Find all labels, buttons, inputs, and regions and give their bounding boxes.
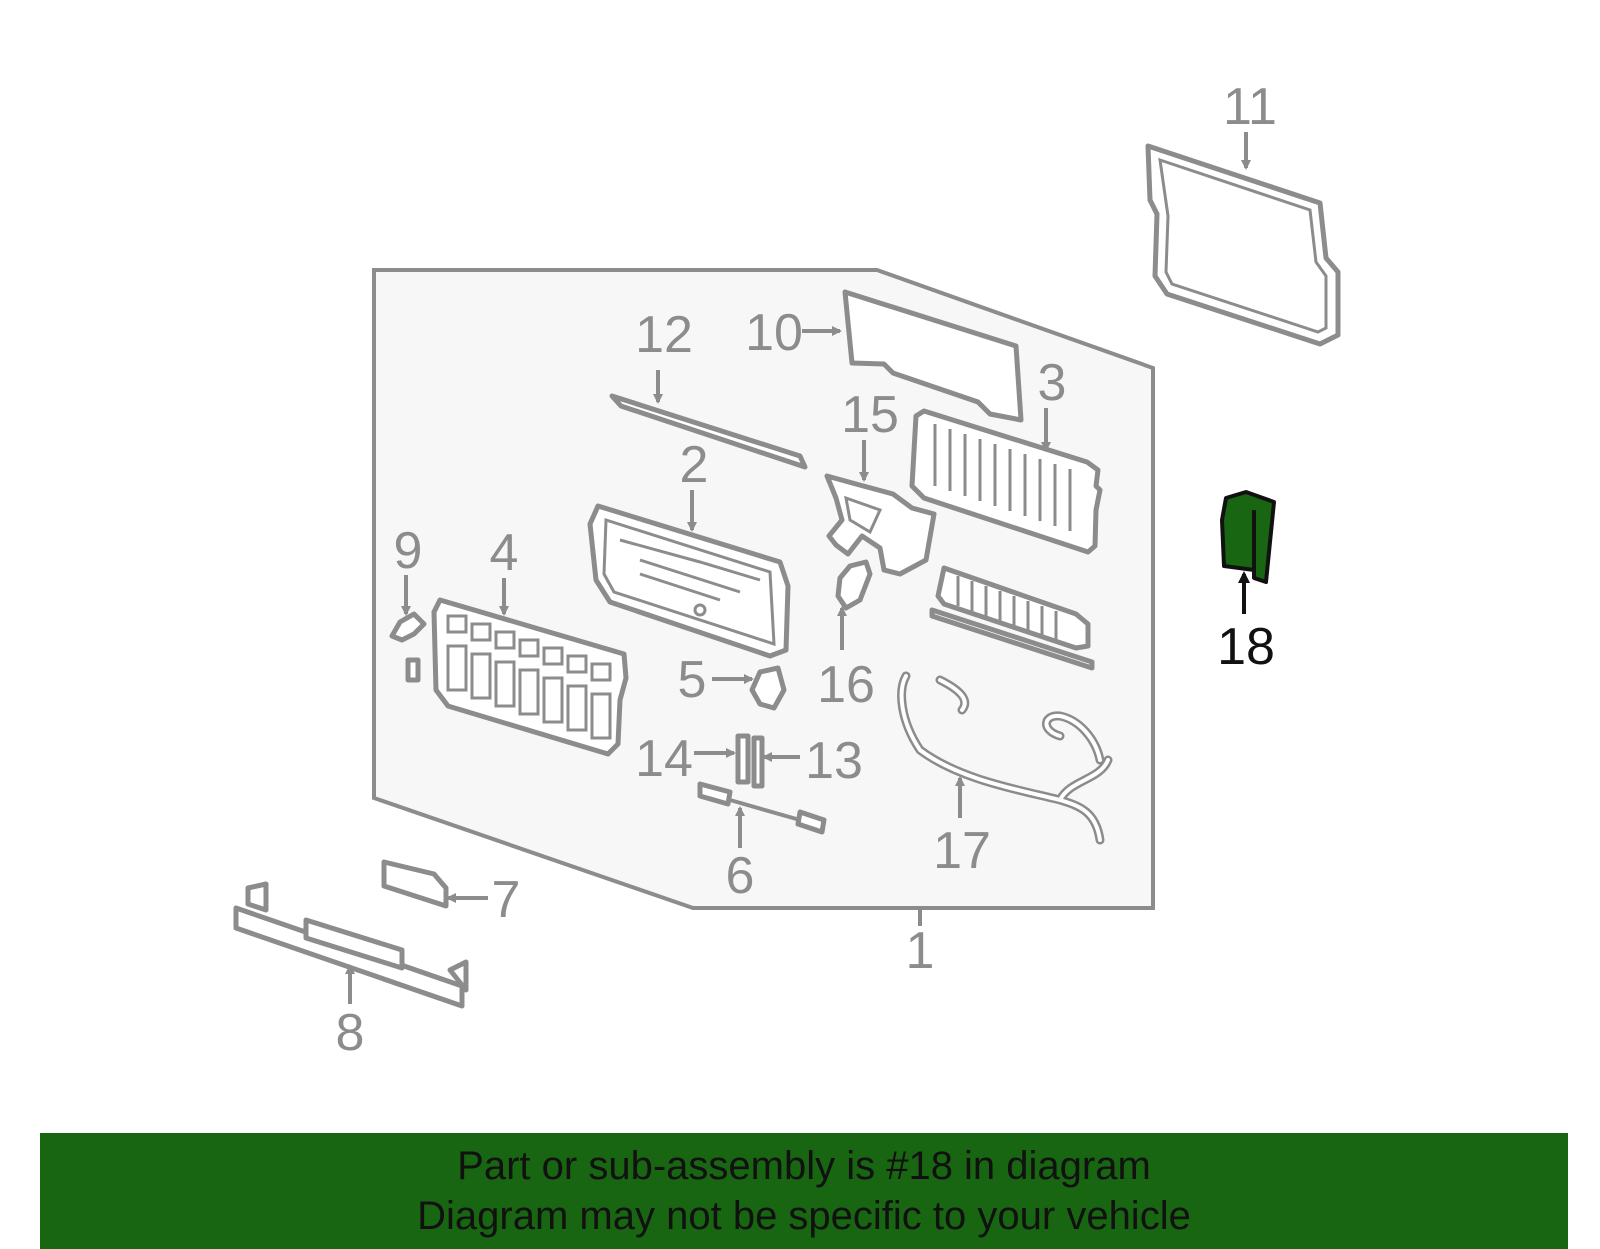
banner-line-1: Part or sub-assembly is #18 in diagram bbox=[457, 1144, 1151, 1188]
part-13-rod bbox=[751, 735, 765, 789]
callout-16: 16 bbox=[817, 656, 875, 714]
callout-9: 9 bbox=[394, 522, 423, 580]
callout-1: 1 bbox=[906, 922, 935, 980]
part-17-harness bbox=[897, 671, 1113, 845]
callout-14: 14 bbox=[635, 730, 693, 788]
callout-5: 5 bbox=[678, 651, 707, 709]
callout-15: 15 bbox=[841, 386, 899, 444]
callout-18-highlighted: 18 bbox=[1217, 618, 1275, 676]
callout-8: 8 bbox=[336, 1004, 365, 1062]
callout-12: 12 bbox=[635, 306, 693, 364]
callout-2: 2 bbox=[680, 436, 709, 494]
part-8-rail bbox=[233, 881, 469, 1009]
part-15-bracket bbox=[824, 473, 937, 577]
info-banner: Part or sub-assembly is #18 in diagram D… bbox=[40, 1133, 1568, 1249]
callout-10: 10 bbox=[745, 304, 803, 362]
leader-lines bbox=[345, 132, 1251, 1004]
part-4-grille bbox=[431, 597, 629, 757]
callout-11: 11 bbox=[1223, 78, 1277, 136]
part-5-latch bbox=[749, 665, 787, 711]
callout-7: 7 bbox=[492, 871, 521, 929]
part-3-grille bbox=[909, 408, 1103, 555]
banner-line-2: Diagram may not be specific to your vehi… bbox=[417, 1194, 1191, 1238]
part-9-fastener bbox=[389, 611, 427, 683]
callout-4: 4 bbox=[490, 524, 519, 582]
part-16-clip bbox=[835, 559, 873, 611]
part-18-highlighted bbox=[1220, 490, 1276, 584]
part-14-rod bbox=[735, 733, 751, 785]
callout-6: 6 bbox=[726, 847, 755, 905]
part-12-strip bbox=[609, 393, 808, 470]
part-7-cover bbox=[381, 859, 449, 909]
callout-17: 17 bbox=[933, 822, 991, 880]
callout-3: 3 bbox=[1038, 354, 1067, 412]
part-lower-grille bbox=[929, 565, 1095, 671]
part-6-cable bbox=[697, 781, 827, 835]
callout-13: 13 bbox=[805, 732, 863, 790]
part-10-panel bbox=[842, 289, 1024, 423]
part-11-seal bbox=[1145, 143, 1341, 347]
part-2-door-panel bbox=[587, 503, 791, 659]
